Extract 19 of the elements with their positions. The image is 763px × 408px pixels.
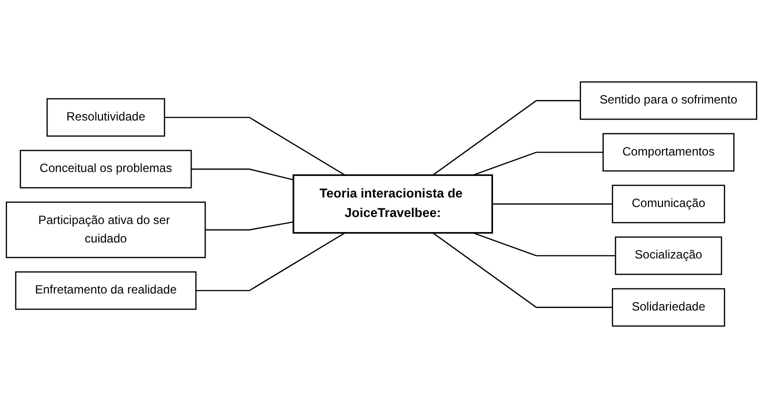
connector — [205, 221, 294, 230]
node-box: Resolutividade — [46, 98, 166, 137]
node-box: Conceitual os problemas — [20, 150, 192, 188]
connector — [432, 232, 612, 308]
connector — [432, 100, 580, 176]
node-box: Comportamentos — [602, 133, 734, 172]
connector — [164, 116, 346, 176]
connector — [196, 232, 346, 292]
node-box: Comunicação — [612, 184, 726, 224]
node-box: Socialização — [614, 236, 722, 275]
node-box: Participação ativa do ser cuidado — [6, 202, 206, 258]
node-box: Solidariedade — [612, 288, 726, 327]
connector — [472, 152, 604, 176]
node-box: Enfretamento da realidade — [15, 271, 197, 310]
connector — [472, 232, 616, 256]
node-box: Teoria interacionista de JoiceTravelbee: — [292, 174, 494, 234]
node-box: Sentido para o sofrimento — [580, 81, 758, 120]
connector — [492, 203, 612, 205]
connector — [191, 168, 294, 180]
